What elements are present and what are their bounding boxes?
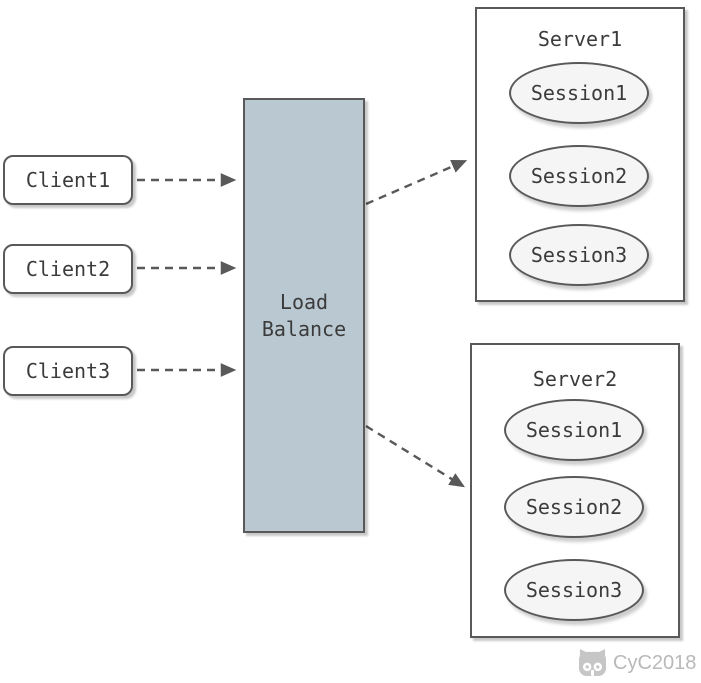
client1-node: Client1 bbox=[3, 155, 133, 205]
server1-session1-label: Session1 bbox=[530, 81, 628, 105]
server2-session3-label: Session3 bbox=[525, 578, 623, 602]
server2-session1-ellipse: Session1 bbox=[504, 399, 644, 461]
arrow-loadbalance-to-server2 bbox=[365, 424, 465, 488]
client2-label: Client2 bbox=[25, 257, 111, 281]
client1-label: Client1 bbox=[25, 168, 111, 192]
load-balancer-label: Load Balance bbox=[261, 289, 347, 341]
server1-session2-label: Session2 bbox=[530, 164, 628, 188]
watermark: CyC2018 bbox=[577, 649, 696, 677]
server1-title: Server1 bbox=[537, 27, 623, 51]
server1-session3-label: Session3 bbox=[530, 243, 628, 267]
server2-session3-ellipse: Session3 bbox=[504, 559, 644, 621]
server2-session2-ellipse: Session2 bbox=[504, 476, 644, 538]
load-balancer-node: Load Balance bbox=[243, 98, 365, 533]
client3-node: Client3 bbox=[3, 346, 133, 396]
server2-session2-label: Session2 bbox=[525, 495, 623, 519]
server1-session3-ellipse: Session3 bbox=[509, 224, 649, 286]
client3-label: Client3 bbox=[25, 359, 111, 383]
client2-node: Client2 bbox=[3, 244, 133, 294]
server2-session1-label: Session1 bbox=[525, 418, 623, 442]
server1-session1-ellipse: Session1 bbox=[509, 62, 649, 124]
server2-title: Server2 bbox=[532, 367, 618, 391]
server1-session2-ellipse: Session2 bbox=[509, 145, 649, 207]
server1-container: Server1 Session1 Session2 Session3 bbox=[475, 7, 685, 302]
server2-container: Server2 Session1 Session2 Session3 bbox=[470, 343, 680, 638]
octocat-icon bbox=[578, 649, 607, 677]
arrow-loadbalance-to-server1 bbox=[365, 159, 468, 206]
watermark-label: CyC2018 bbox=[613, 651, 697, 674]
